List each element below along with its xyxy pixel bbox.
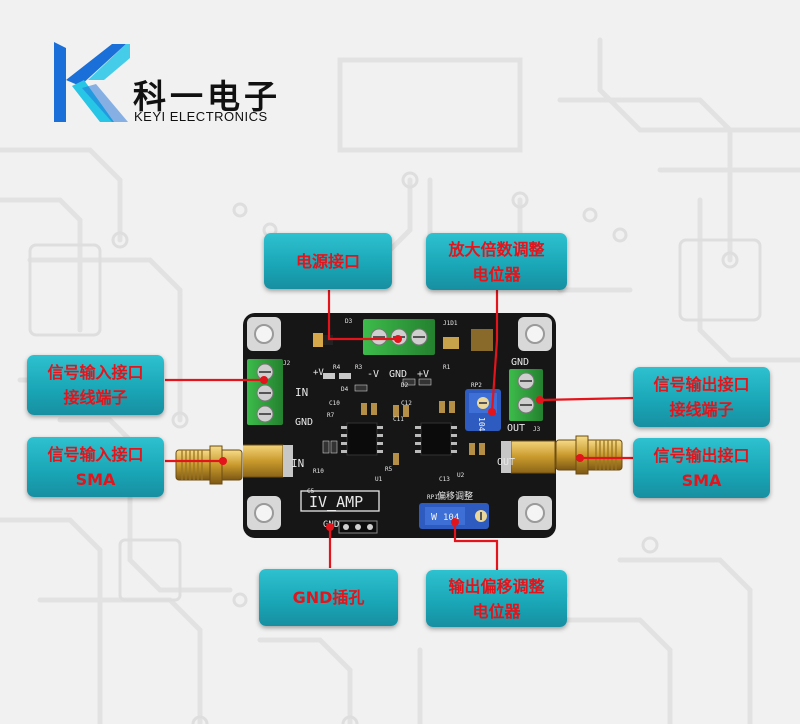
- svg-text:U1: U1: [375, 476, 383, 483]
- svg-text:OUT: OUT: [507, 423, 525, 434]
- callout-output-terminal: 信号输出接口 接线端子: [633, 367, 770, 427]
- output-terminal: [509, 369, 543, 421]
- svg-text:RP2: RP2: [471, 382, 482, 389]
- svg-text:104: 104: [443, 513, 459, 523]
- svg-text:GND: GND: [323, 520, 339, 530]
- board-title: IV_AMP: [309, 493, 363, 511]
- mounting-holes: [247, 317, 552, 530]
- svg-text:R1: R1: [443, 364, 451, 371]
- svg-text:IN: IN: [295, 386, 308, 399]
- callout-input-sma: 信号输入接口 SMA: [27, 437, 164, 497]
- svg-text:C5: C5: [307, 488, 315, 495]
- svg-text:D4: D4: [341, 386, 349, 393]
- svg-text:GND: GND: [295, 417, 313, 428]
- svg-text:C12: C12: [401, 400, 412, 407]
- callout-offset-potentiometer: 输出偏移调整 电位器: [426, 570, 567, 627]
- offset-potentiometer: W 104: [419, 503, 489, 529]
- svg-text:J1D1: J1D1: [443, 320, 458, 327]
- svg-text:R4: R4: [333, 364, 341, 371]
- callout-gain-potentiometer: 放大倍数调整 电位器: [426, 233, 567, 290]
- brand-name-cn: 科一电子: [133, 77, 281, 116]
- svg-text:D2: D2: [401, 382, 409, 389]
- svg-text:W: W: [431, 512, 438, 523]
- pcb: [243, 313, 556, 538]
- gain-potentiometer: 104: [465, 389, 501, 432]
- power-terminal: [363, 319, 435, 355]
- svg-text:R5: R5: [385, 466, 393, 473]
- callout-power-connector: 电源接口: [264, 233, 392, 289]
- callout-output-sma: 信号输出接口 SMA: [633, 438, 770, 498]
- svg-text:GND: GND: [511, 357, 529, 368]
- svg-text:C13: C13: [439, 476, 450, 483]
- svg-text:-V: -V: [367, 369, 379, 380]
- svg-text:R7: R7: [327, 412, 335, 419]
- brand-name-en: KEYI ELECTRONICS: [134, 109, 268, 124]
- svg-text:104: 104: [477, 417, 486, 432]
- op-amp-chips: [341, 422, 457, 456]
- callout-power-line1: 电源接口: [295, 251, 360, 271]
- input-terminal: [247, 359, 283, 425]
- svg-text:J2: J2: [283, 360, 291, 367]
- gnd-header: [338, 520, 378, 534]
- svg-text:RP1: RP1: [427, 494, 438, 501]
- svg-text:+V: +V: [417, 369, 429, 380]
- svg-text:IN: IN: [291, 457, 304, 470]
- keyi-logo: [54, 42, 130, 122]
- svg-text:+V: +V: [313, 368, 324, 378]
- iv-amp-board: 104 W 104 IV_AMP IN IN GND GND OUT OUT G…: [243, 313, 556, 538]
- svg-text:OUT: OUT: [497, 457, 515, 468]
- svg-text:C11: C11: [393, 416, 404, 423]
- svg-text:U2: U2: [457, 472, 465, 479]
- svg-text:C10: C10: [329, 400, 340, 407]
- svg-text:D3: D3: [345, 318, 353, 325]
- svg-text:偏移调整: 偏移调整: [437, 490, 473, 502]
- svg-text:GND: GND: [389, 369, 407, 380]
- svg-text:R10: R10: [313, 468, 324, 475]
- svg-text:R3: R3: [355, 364, 363, 371]
- callout-input-terminal: 信号输入接口 接线端子: [27, 355, 164, 415]
- callout-gnd-hole: GND插孔: [259, 569, 398, 626]
- svg-text:J3: J3: [533, 426, 541, 433]
